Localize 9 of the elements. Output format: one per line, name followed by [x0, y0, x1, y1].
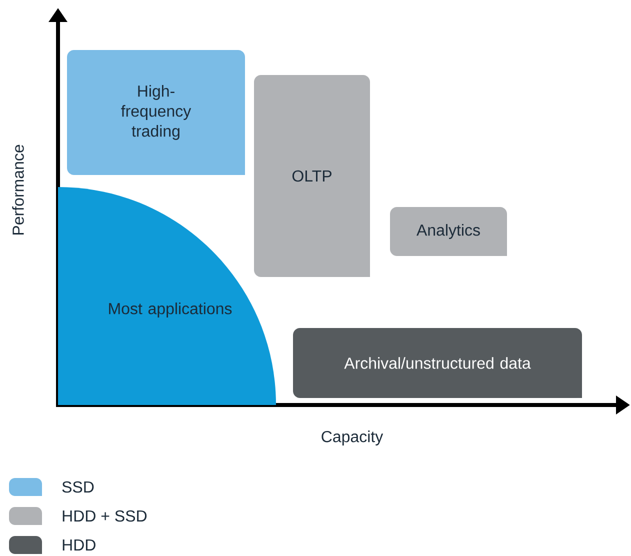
legend-label: SSD: [62, 481, 94, 493]
legend-label: HDD: [62, 539, 96, 550]
category-box: High-frequency trading: [67, 50, 245, 175]
legend-label: HDD + SSD: [62, 510, 147, 522]
category-box: Analytics: [390, 206, 507, 256]
category-box: Archival/unstructured data: [293, 328, 582, 398]
axis-title: Capacity: [322, 430, 384, 446]
axis-title: Performance: [12, 144, 24, 234]
category-box: OLTP: [254, 75, 370, 277]
